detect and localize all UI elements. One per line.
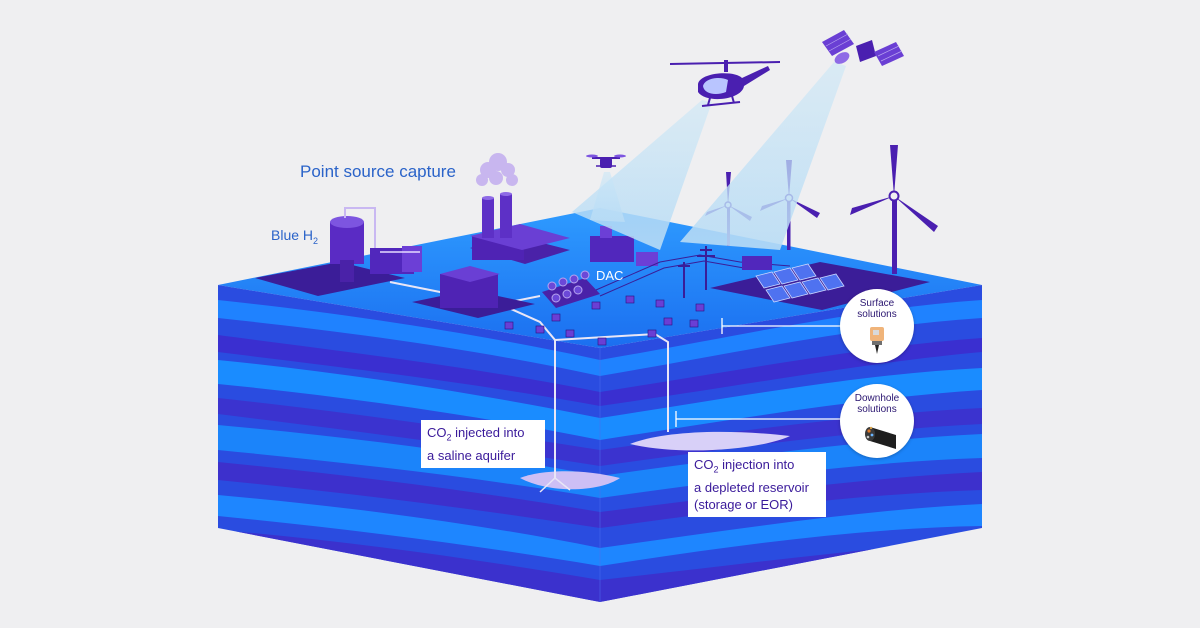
ground-top bbox=[218, 208, 982, 348]
saline-callout-line1: CO2 injected into bbox=[427, 424, 539, 447]
point-source-label: Point source capture bbox=[300, 162, 456, 181]
depleted-reservoir bbox=[630, 431, 790, 451]
saline-aquifer bbox=[520, 471, 620, 490]
downhole-badge-line2: solutions bbox=[857, 404, 897, 415]
depleted-callout-line2: a depleted reservoir bbox=[694, 479, 809, 495]
solar-farm bbox=[710, 262, 930, 310]
downhole-badge-line1: Downhole bbox=[854, 393, 900, 404]
downhole-solutions-badge[interactable]: Downhole solutions bbox=[840, 384, 914, 458]
satellite-icon bbox=[822, 30, 904, 66]
blue-h2-label: Blue H2 bbox=[271, 227, 318, 246]
drone-beam bbox=[590, 172, 625, 222]
depleted-callout-line3: (storage or EOR) bbox=[694, 496, 793, 512]
saline-co-text: CO bbox=[427, 425, 447, 440]
depleted-co-text: CO bbox=[694, 457, 714, 472]
surface-badge-line2: solutions bbox=[857, 309, 897, 320]
smoke-cloud bbox=[476, 153, 518, 186]
depleted-callout-line1: CO2 injection into bbox=[694, 456, 820, 479]
saline-co-subscript: 2 bbox=[446, 432, 452, 443]
depleted-co-subscript: 2 bbox=[713, 464, 719, 475]
surface-sensors bbox=[504, 295, 705, 346]
surface-badge-line1: Surface bbox=[859, 298, 895, 309]
leader-lines bbox=[675, 318, 842, 427]
dac-facility bbox=[542, 226, 658, 308]
reservoirs bbox=[520, 431, 790, 490]
dac-fans bbox=[547, 270, 590, 303]
helicopter-icon bbox=[669, 60, 781, 107]
injection-pipes bbox=[389, 281, 669, 493]
saline-line1-rest: injected into bbox=[451, 425, 525, 440]
blue-h2-main: Blue H bbox=[271, 227, 313, 243]
blue-h2-plant bbox=[255, 207, 422, 296]
surface-sensor-icon bbox=[870, 327, 884, 354]
saline-aquifer-callout: CO2 injected into a saline aquifer bbox=[421, 420, 545, 468]
surface-solutions-badge[interactable]: Surface solutions bbox=[840, 289, 914, 363]
point-source-plant bbox=[470, 153, 570, 264]
blue-h2-subscript: 2 bbox=[313, 236, 318, 246]
monitoring-beams bbox=[572, 62, 846, 250]
substation bbox=[742, 256, 772, 270]
drone-icon bbox=[586, 154, 626, 168]
depleted-reservoir-callout: CO2 injection into a depleted reservoir … bbox=[688, 452, 826, 517]
satellite-beam bbox=[680, 62, 846, 250]
depleted-line1-rest: injection into bbox=[718, 457, 795, 472]
wind-turbine-large bbox=[850, 145, 938, 274]
downhole-tool-icon bbox=[865, 426, 896, 449]
central-building bbox=[412, 266, 535, 318]
dac-label: DAC bbox=[596, 268, 623, 283]
saline-callout-line2: a saline aquifer bbox=[427, 447, 516, 463]
